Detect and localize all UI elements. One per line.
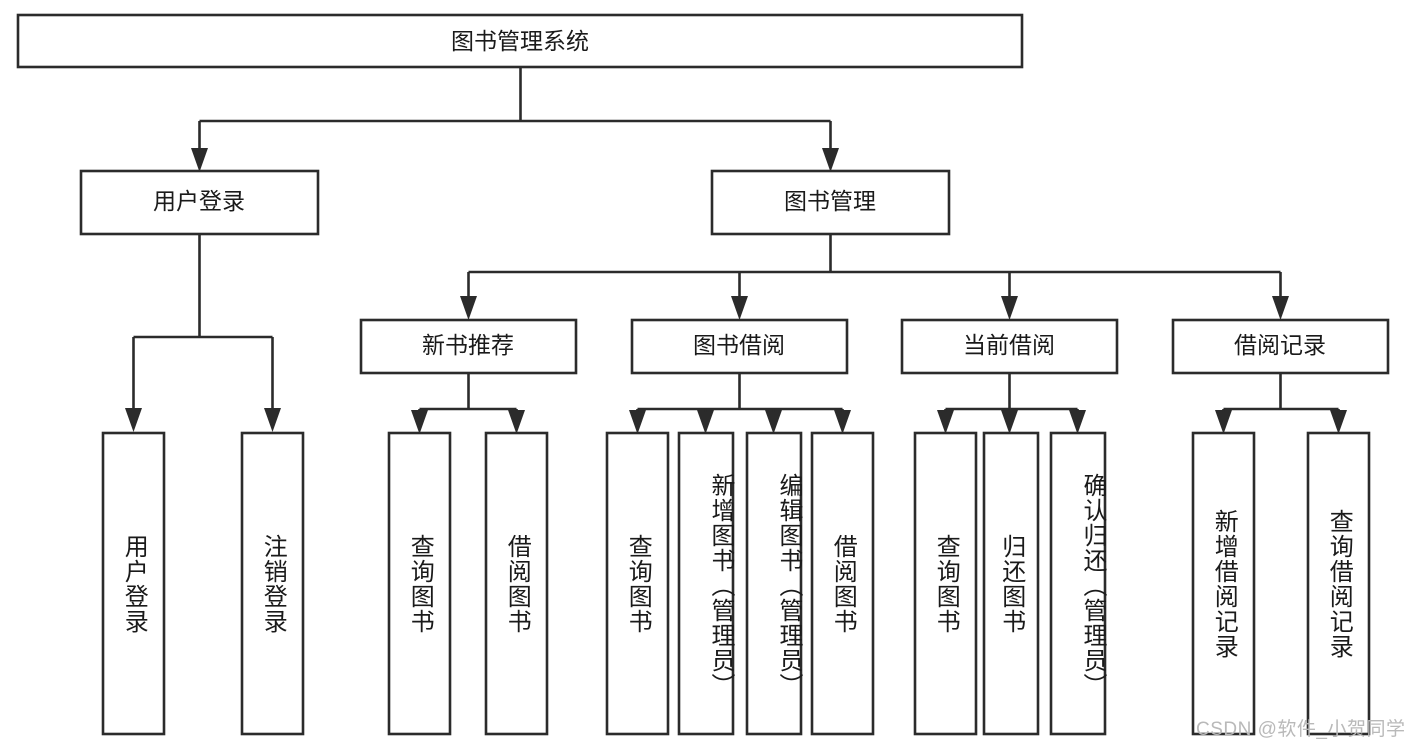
node-leaf-return-book-box[interactable] (982, 431, 1040, 736)
arrow-nbr-to-leaf1 (411, 410, 428, 434)
arrow-br-to-leaf1 (1215, 410, 1232, 434)
node-leaf-confirm-return-box[interactable] (1049, 431, 1107, 736)
arrow-root-to-book-manage (822, 148, 839, 172)
node-new-book-rec-box[interactable] (359, 318, 578, 375)
node-leaf-query-book-1-box[interactable] (387, 431, 452, 736)
node-current-borrow-label: 当前借阅 (963, 332, 1055, 358)
node-book-manage-label: 图书管理 (784, 188, 876, 214)
arrow-bb-to-leaf2 (697, 410, 714, 434)
node-book-borrow-label: 图书借阅 (693, 332, 785, 358)
arrow-cb-to-leaf3 (1069, 410, 1086, 434)
node-leaf-edit-book-box[interactable] (745, 431, 803, 736)
nodes-group: 图书管理系统 用户登录 图书管理 新书推荐 图书借阅 当前借阅 借阅记录 (16, 13, 1390, 736)
node-book-borrow-box[interactable] (630, 318, 849, 375)
arrow-bm-to-book-borrow (731, 296, 748, 320)
node-leaf-query-record-box[interactable] (1306, 431, 1371, 736)
arrow-user-login-to-leaf1 (125, 408, 142, 432)
arrow-cb-to-leaf2 (1001, 410, 1018, 434)
node-leaf-user-logout-box[interactable] (240, 431, 305, 736)
node-book-manage-box[interactable] (710, 169, 951, 236)
node-leaf-user-login-box[interactable] (101, 431, 166, 736)
node-leaf-borrow-book-1-box[interactable] (484, 431, 549, 736)
arrow-bm-to-new-book-rec (460, 296, 477, 320)
arrow-cb-to-leaf1 (937, 410, 954, 434)
arrow-nbr-to-leaf2 (508, 410, 525, 434)
arrow-bb-to-leaf4 (834, 410, 851, 434)
node-leaf-add-record-box[interactable] (1191, 431, 1256, 736)
edges-group (125, 67, 1347, 434)
node-leaf-borrow-book-2-box[interactable] (810, 431, 875, 736)
node-user-login-box[interactable] (79, 169, 320, 236)
node-leaf-add-book-box[interactable] (677, 431, 735, 736)
node-leaf-query-book-2-box[interactable] (605, 431, 670, 736)
arrow-br-to-leaf2 (1330, 410, 1347, 434)
node-root-box[interactable] (16, 13, 1024, 69)
node-root-label: 图书管理系统 (451, 28, 589, 54)
node-current-borrow-box[interactable] (900, 318, 1119, 375)
arrow-bb-to-leaf1 (629, 410, 646, 434)
arrow-root-to-user-login (191, 148, 208, 172)
arrow-user-login-to-leaf2 (264, 408, 281, 432)
node-borrow-record-label: 借阅记录 (1234, 332, 1326, 358)
arrow-bm-to-current-borrow (1001, 296, 1018, 320)
arrow-bm-to-borrow-record (1272, 296, 1289, 320)
csdn-watermark: CSDN @软件_小贺同学 (1196, 719, 1405, 740)
node-leaf-query-book-3-box[interactable] (913, 431, 978, 736)
node-new-book-rec-label: 新书推荐 (422, 332, 514, 358)
arrow-bb-to-leaf3 (765, 410, 782, 434)
node-borrow-record-box[interactable] (1171, 318, 1390, 375)
node-user-login-label: 用户登录 (153, 188, 245, 214)
